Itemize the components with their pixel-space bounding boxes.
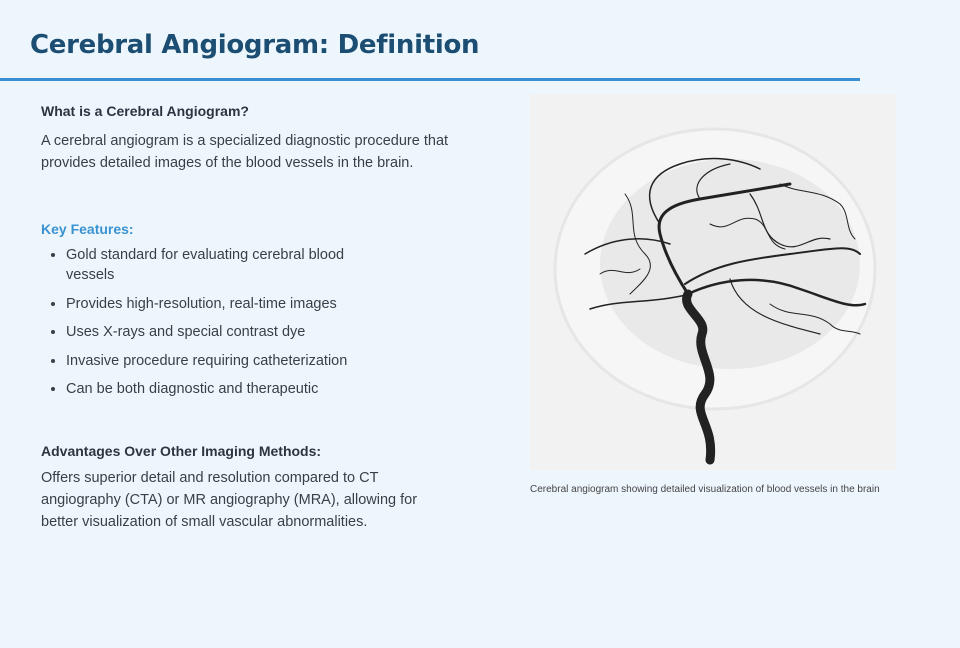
features-list: Gold standard for evaluating cerebral bl… — [41, 245, 366, 399]
advantages-heading: Advantages Over Other Imaging Methods: — [41, 443, 322, 459]
advantages-text: Offers superior detail and resolution co… — [41, 470, 418, 530]
angiogram-illustration — [553, 127, 877, 465]
list-item: Invasive procedure requiring catheteriza… — [66, 351, 366, 371]
list-item: Uses X-rays and special contrast dye — [66, 322, 366, 342]
what-heading: What is a Cerebral Angiogram? — [41, 103, 249, 119]
list-item: Provides high-resolution, real-time imag… — [66, 294, 366, 314]
text-column: What is a Cerebral Angiogram? A cerebral… — [41, 103, 471, 533]
features-heading: Key Features: — [41, 221, 134, 237]
page-title: Cerebral Angiogram: Definition — [30, 30, 480, 60]
list-item: Gold standard for evaluating cerebral bl… — [66, 245, 366, 285]
angiogram-image — [530, 94, 896, 470]
image-caption: Cerebral angiogram showing detailed visu… — [530, 484, 880, 495]
title-divider — [0, 78, 860, 81]
list-item: Can be both diagnostic and therapeutic — [66, 379, 366, 399]
what-text: A cerebral angiogram is a specialized di… — [41, 133, 449, 171]
